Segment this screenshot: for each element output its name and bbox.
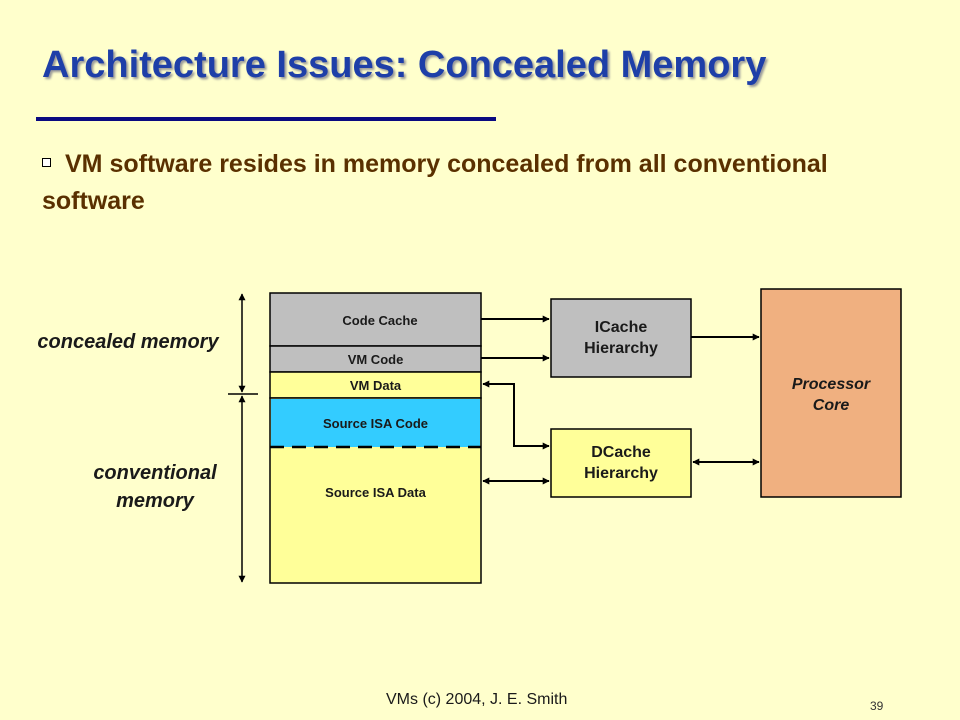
icache-box: [550, 298, 692, 378]
vm-code-block: [269, 345, 482, 373]
vm-data-label: VM Data: [349, 378, 402, 393]
footer-text: VMs (c) 2004, J. E. Smith: [386, 691, 568, 708]
concealed-memory-label: concealed memory: [37, 331, 219, 353]
vm-data-dcache-arrow: [482, 380, 550, 450]
dcache-label: DCache Hierarchy: [584, 444, 658, 482]
title-underline: [36, 117, 496, 121]
icache-label: ICache Hierarchy: [584, 319, 658, 357]
vm-data-block: [269, 371, 482, 399]
slide-title: Architecture Issues: Concealed Memory: [42, 44, 767, 86]
source-isa-code-block: [271, 399, 480, 447]
bullet-item: VM software resides in memory concealed …: [42, 146, 842, 220]
code-cache-block: [269, 292, 482, 347]
processor-core-label: Processor Core: [791, 376, 871, 414]
source-isa-code-label: Source ISA Code: [323, 415, 428, 431]
source-isa-data-label: Source ISA Data: [325, 484, 426, 500]
dcache-box: [550, 428, 692, 498]
bullet-text: VM software resides in memory concealed …: [42, 150, 828, 215]
hollow-square-bullet-icon: [42, 157, 51, 167]
code-cache-label: Code Cache: [342, 312, 418, 328]
conventional-memory-label: conventional memory: [93, 462, 217, 512]
processor-core-box: [760, 288, 902, 498]
page-number: 39: [870, 699, 884, 713]
vm-code-label: VM Code: [347, 352, 404, 367]
